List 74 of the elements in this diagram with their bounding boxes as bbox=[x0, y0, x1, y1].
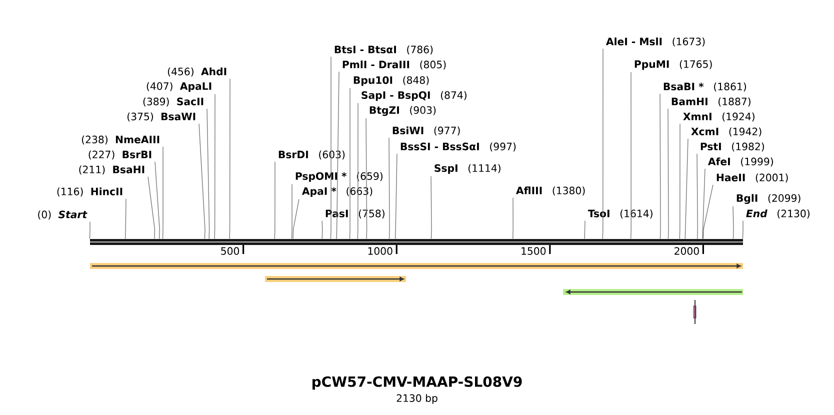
site-label: AfeI (1999) bbox=[708, 158, 773, 167]
leader-line bbox=[702, 168, 706, 240]
leader-line bbox=[660, 93, 661, 240]
leader-line bbox=[154, 161, 160, 240]
leader-line bbox=[148, 176, 156, 240]
site-label: BtgZI (903) bbox=[370, 106, 436, 116]
leader-line bbox=[584, 220, 586, 240]
leader-line bbox=[336, 71, 340, 240]
site-label: PspOMI * (659) bbox=[296, 172, 382, 182]
site-label: (389) SacII bbox=[143, 97, 204, 107]
leader-line bbox=[357, 102, 358, 240]
leader-line bbox=[206, 108, 210, 240]
site-label: PasI (758) bbox=[326, 209, 384, 219]
site-label: (0) Start bbox=[38, 210, 88, 220]
site-label: XmnI (1924) bbox=[683, 112, 754, 122]
site-label: BsaBI * (1861) bbox=[664, 82, 746, 92]
site-label: PstI (1982) bbox=[700, 142, 764, 152]
site-label: (238) NmeAIII bbox=[82, 135, 160, 145]
leader-line bbox=[229, 78, 230, 240]
map-title: pCW57-CMV-MAAP-SL08V9 bbox=[312, 376, 522, 390]
leader-line bbox=[214, 94, 216, 240]
site-label: BsiWI (977) bbox=[392, 126, 460, 136]
leader-line bbox=[684, 138, 688, 240]
leader-line bbox=[732, 206, 734, 240]
site-label: AleI - MslI (1673) bbox=[606, 38, 705, 47]
leader-line bbox=[330, 56, 332, 240]
site-label: SapI - BspQI (874) bbox=[362, 91, 466, 101]
scale-label: 500 bbox=[221, 247, 240, 255]
site-label: (211) BsaHI bbox=[79, 165, 144, 175]
leader-line bbox=[125, 198, 126, 240]
leader-line bbox=[322, 220, 323, 240]
site-label: HaeII (2001) bbox=[716, 173, 788, 183]
leader-line bbox=[89, 221, 90, 240]
leader-line bbox=[274, 161, 276, 240]
site-label: (375) BsaWI bbox=[128, 112, 196, 122]
leader-line bbox=[630, 72, 632, 240]
site-label: (227) BsrBI bbox=[88, 150, 152, 160]
leader-line bbox=[696, 153, 698, 240]
site-label: End (2130) bbox=[746, 210, 810, 219]
leader-line bbox=[430, 176, 432, 240]
site-label: BglI (2099) bbox=[736, 194, 800, 204]
leader-line bbox=[291, 184, 292, 240]
leader-line bbox=[198, 123, 206, 240]
site-label: (116) HincII bbox=[57, 188, 122, 197]
site-label: PmlI - DraIII (805) bbox=[342, 60, 446, 70]
sequence-backbone bbox=[90, 239, 744, 245]
site-label: BssSI - BssSαI (997) bbox=[400, 142, 516, 152]
site-label: (407) ApaLI bbox=[146, 82, 212, 92]
site-label: AflIII (1380) bbox=[516, 186, 585, 196]
site-label: SspI (1114) bbox=[434, 164, 500, 174]
leader-line bbox=[162, 146, 164, 240]
leader-line bbox=[388, 137, 390, 240]
site-label: BsrDI (603) bbox=[278, 150, 345, 160]
site-label: TsoI (1614) bbox=[588, 209, 652, 219]
scale-label: 2000 bbox=[674, 247, 699, 255]
leader-line bbox=[366, 118, 368, 240]
site-label: Bpu10I (848) bbox=[354, 76, 429, 86]
leader-line bbox=[512, 197, 514, 240]
site-label: PpuMI (1765) bbox=[634, 60, 712, 70]
site-label: (456) AhdI bbox=[168, 68, 226, 77]
scale-label: 1000 bbox=[368, 247, 392, 255]
leader-line bbox=[679, 123, 680, 240]
leader-line bbox=[702, 184, 714, 240]
leader-line bbox=[668, 108, 669, 240]
site-label: XcmI (1942) bbox=[691, 127, 762, 137]
sequence-length: 2130 bp bbox=[396, 394, 438, 404]
leader-line bbox=[395, 153, 398, 240]
leader-line bbox=[292, 198, 300, 240]
leader-line bbox=[742, 220, 744, 240]
leader-line bbox=[349, 88, 350, 240]
site-label: ApaI * (663) bbox=[302, 187, 372, 197]
site-label: BtsI - BtsαI (786) bbox=[334, 45, 433, 55]
site-label: BamHI (1887) bbox=[672, 97, 750, 107]
leader-line bbox=[602, 48, 604, 240]
